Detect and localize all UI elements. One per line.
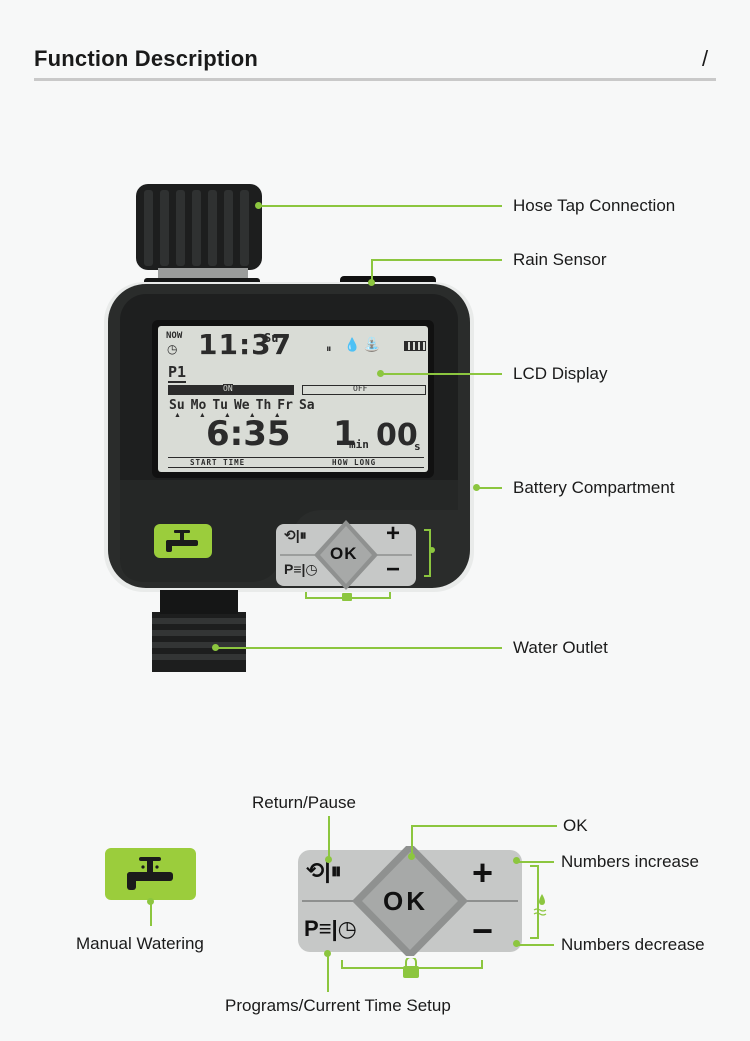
ok-dot xyxy=(408,853,415,860)
lcd-footer: START TIME HOW LONG xyxy=(168,457,424,468)
device-p-label: P xyxy=(284,561,294,577)
battery-label: Battery Compartment xyxy=(513,478,675,497)
lcd-display-line xyxy=(382,373,502,375)
lcd-min-unit: min xyxy=(349,438,369,451)
lcd-day-we: We xyxy=(233,398,250,413)
increase-line xyxy=(518,861,554,863)
lcd-display-label: LCD Display xyxy=(513,364,608,383)
water-timer-device xyxy=(104,184,474,672)
battery-line xyxy=(478,487,502,489)
lcd-pause-icon: ⏸ xyxy=(326,343,332,355)
ok-hline xyxy=(411,825,557,827)
lcd-rain-icon: 💧 xyxy=(344,337,361,352)
lcd-duration-min: 1 xyxy=(333,414,357,454)
lcd-on-text: ON xyxy=(223,384,233,393)
manual-watering-line xyxy=(150,900,152,926)
lcd-start-time: 6:35 xyxy=(206,414,291,454)
increase-dot xyxy=(513,857,520,864)
lcd-day-th: Th xyxy=(255,398,272,413)
rain-drop-icon xyxy=(539,894,545,905)
lcd-day-tu: Tu xyxy=(212,398,228,413)
programs-setup-label: Programs/Current Time Setup xyxy=(225,996,451,1015)
programs-dot xyxy=(324,950,331,957)
lcd-clock-icon: ◷ xyxy=(167,342,178,356)
lcd-current-day: Su xyxy=(264,331,279,345)
device-ok-key[interactable]: OK xyxy=(330,544,358,563)
device-plus-key[interactable]: + xyxy=(386,520,401,547)
device-minus-key[interactable]: − xyxy=(386,556,401,583)
water-outlet-line xyxy=(217,647,502,649)
manual-watering-dot xyxy=(147,898,154,905)
device-return-pause-key[interactable]: ⟲|⏸ xyxy=(284,527,307,543)
water-outlet-label: Water Outlet xyxy=(513,638,608,657)
lcd-day-sa: Sa xyxy=(298,398,315,413)
lcd-start-label: START TIME xyxy=(190,458,246,467)
return-pause-key[interactable]: ⟲|⏸ xyxy=(306,858,342,883)
lcd-off-text: OFF xyxy=(353,384,368,393)
water-outlet-dot xyxy=(212,644,219,651)
title-divider xyxy=(34,78,716,81)
lcd-day-mo: Mo xyxy=(190,398,207,413)
manual-watering-label: Manual Watering xyxy=(76,934,204,953)
lcd-day-markers: ▲▲▲▲▲ xyxy=(174,412,299,419)
rain-sensor-line xyxy=(371,259,502,261)
rain-sensor-dot xyxy=(368,279,375,286)
keypad-closeup xyxy=(298,846,522,956)
ok-label: OK xyxy=(563,816,588,835)
hose-tap-dot xyxy=(255,202,262,209)
lcd-on-bar: ON xyxy=(168,384,294,395)
tap-icon xyxy=(127,857,173,890)
lcd-tap-icon: ⛲ xyxy=(363,336,381,352)
lcd-off-bar: OFF xyxy=(302,384,426,395)
plus-key[interactable]: + xyxy=(472,852,494,893)
rain-indicator xyxy=(530,865,547,939)
manual-watering-button[interactable] xyxy=(105,848,196,900)
hose-tap-label: Hose Tap Connection xyxy=(513,196,676,215)
device-program-key[interactable]: P≡|◷ xyxy=(284,561,318,577)
header-slash: / xyxy=(702,46,709,71)
lcd-battery-icon xyxy=(404,341,426,351)
program-time-key[interactable]: P≡|◷ xyxy=(304,916,357,941)
lock-bracket xyxy=(341,958,483,978)
lcd-day-fr: Fr xyxy=(277,398,293,413)
lcd-sec-unit: s xyxy=(414,440,421,453)
lcd-weekdays: Su Mo Tu We Th Fr Sa xyxy=(169,398,315,413)
page-title: Function Description xyxy=(34,46,258,71)
lcd-display-dot xyxy=(377,370,384,377)
return-pause-line xyxy=(328,816,330,860)
lock-icon xyxy=(403,966,419,978)
return-pause-label: Return/Pause xyxy=(252,793,356,812)
numbers-increase-label: Numbers increase xyxy=(561,852,699,871)
decrease-dot xyxy=(513,940,520,947)
lcd-how-long-label: HOW LONG xyxy=(332,458,377,467)
rain-sensor-label: Rain Sensor xyxy=(513,250,607,269)
decrease-line xyxy=(518,944,554,946)
rain-sensor-vline xyxy=(371,259,373,281)
lcd-duration-sec: 00 xyxy=(376,418,418,453)
lcd-current-time: 11:37 xyxy=(198,328,293,361)
lcd-now-label: NOW xyxy=(166,331,183,341)
program-p-label: P xyxy=(304,916,319,941)
lcd-day-su: Su xyxy=(169,398,185,413)
return-pause-dot xyxy=(325,856,332,863)
ok-key[interactable]: OK xyxy=(383,886,428,916)
minus-key[interactable]: − xyxy=(472,910,494,951)
ok-vline xyxy=(411,825,413,857)
programs-line xyxy=(327,954,329,992)
numbers-decrease-label: Numbers decrease xyxy=(561,935,705,954)
hose-tap-line xyxy=(260,205,502,207)
lcd-program-label: P1 xyxy=(168,363,187,383)
battery-dot xyxy=(473,484,480,491)
water-wave-icon xyxy=(533,908,547,916)
